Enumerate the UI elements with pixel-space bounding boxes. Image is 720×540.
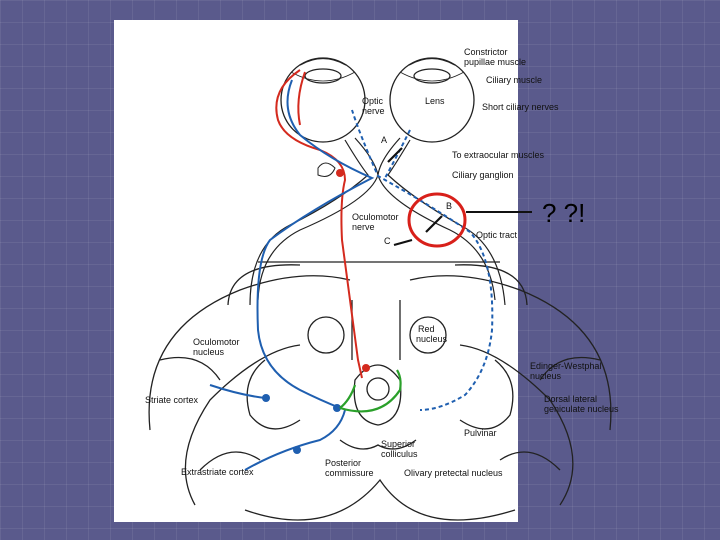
label-a: A bbox=[381, 135, 387, 145]
pretectal-node bbox=[333, 404, 341, 412]
label-short-ciliary: Short ciliary nerves bbox=[482, 102, 559, 112]
diagram-labels: Constrictor pupillae muscle Ciliary musc… bbox=[145, 47, 619, 478]
afferent-pathway bbox=[209, 79, 494, 471]
left-eye bbox=[280, 57, 366, 143]
label-geniculate: geniculate nucleus bbox=[544, 404, 619, 414]
label-ciliary-muscle: Ciliary muscle bbox=[486, 75, 542, 85]
label-constrictor: Constrictor bbox=[464, 47, 508, 57]
right-eye bbox=[389, 57, 475, 143]
label-lens: Lens bbox=[425, 96, 445, 106]
optic-pathways bbox=[249, 137, 506, 306]
label-red-nucleus: nucleus bbox=[416, 334, 448, 344]
highlight-circle bbox=[407, 192, 467, 248]
pretectal-connection bbox=[339, 369, 402, 413]
annotation-text: ? ?! bbox=[542, 198, 585, 228]
label-pupillae: pupillae muscle bbox=[464, 57, 526, 67]
ciliary-ganglion-node bbox=[336, 169, 344, 177]
label-optic-tract: Optic tract bbox=[476, 230, 518, 240]
label-colliculus: colliculus bbox=[381, 449, 418, 459]
label-optic: Optic bbox=[362, 96, 384, 106]
label-posterior: Posterior bbox=[325, 458, 361, 468]
label-b: B bbox=[446, 201, 452, 211]
label-edinger-nucleus: nucleus bbox=[530, 371, 562, 381]
label-oculomotor-nucleus: nucleus bbox=[193, 347, 225, 357]
striate-node bbox=[262, 394, 270, 402]
label-red: Red bbox=[418, 324, 435, 334]
label-ciliary-ganglion: Ciliary ganglion bbox=[452, 170, 514, 180]
label-dorsal: Dorsal lateral bbox=[544, 394, 597, 404]
label-extraocular: To extraocular muscles bbox=[452, 150, 545, 160]
extrastriate-node bbox=[293, 446, 301, 454]
figure-panel bbox=[114, 20, 518, 522]
label-edinger: Edinger-Westphal bbox=[530, 361, 601, 371]
label-striate: Striate cortex bbox=[145, 395, 199, 405]
label-superior: Superior bbox=[381, 439, 415, 449]
label-nerve: nerve bbox=[362, 106, 385, 116]
label-extrastriate: Extrastriate cortex bbox=[181, 467, 254, 477]
label-oculomotor: Oculomotor bbox=[352, 212, 399, 222]
label-oculomotor-nerve: nerve bbox=[352, 222, 375, 232]
label-c: C bbox=[384, 236, 391, 246]
edinger-westphal-node bbox=[362, 364, 370, 372]
label-commissure: commissure bbox=[325, 468, 374, 478]
ciliary-ganglion-shape bbox=[317, 162, 336, 177]
label-oculomotor-n: Oculomotor bbox=[193, 337, 240, 347]
label-olivary: Olivary pretectal nucleus bbox=[404, 468, 503, 478]
label-pulvinar: Pulvinar bbox=[464, 428, 497, 438]
lesion-markers bbox=[387, 147, 443, 247]
